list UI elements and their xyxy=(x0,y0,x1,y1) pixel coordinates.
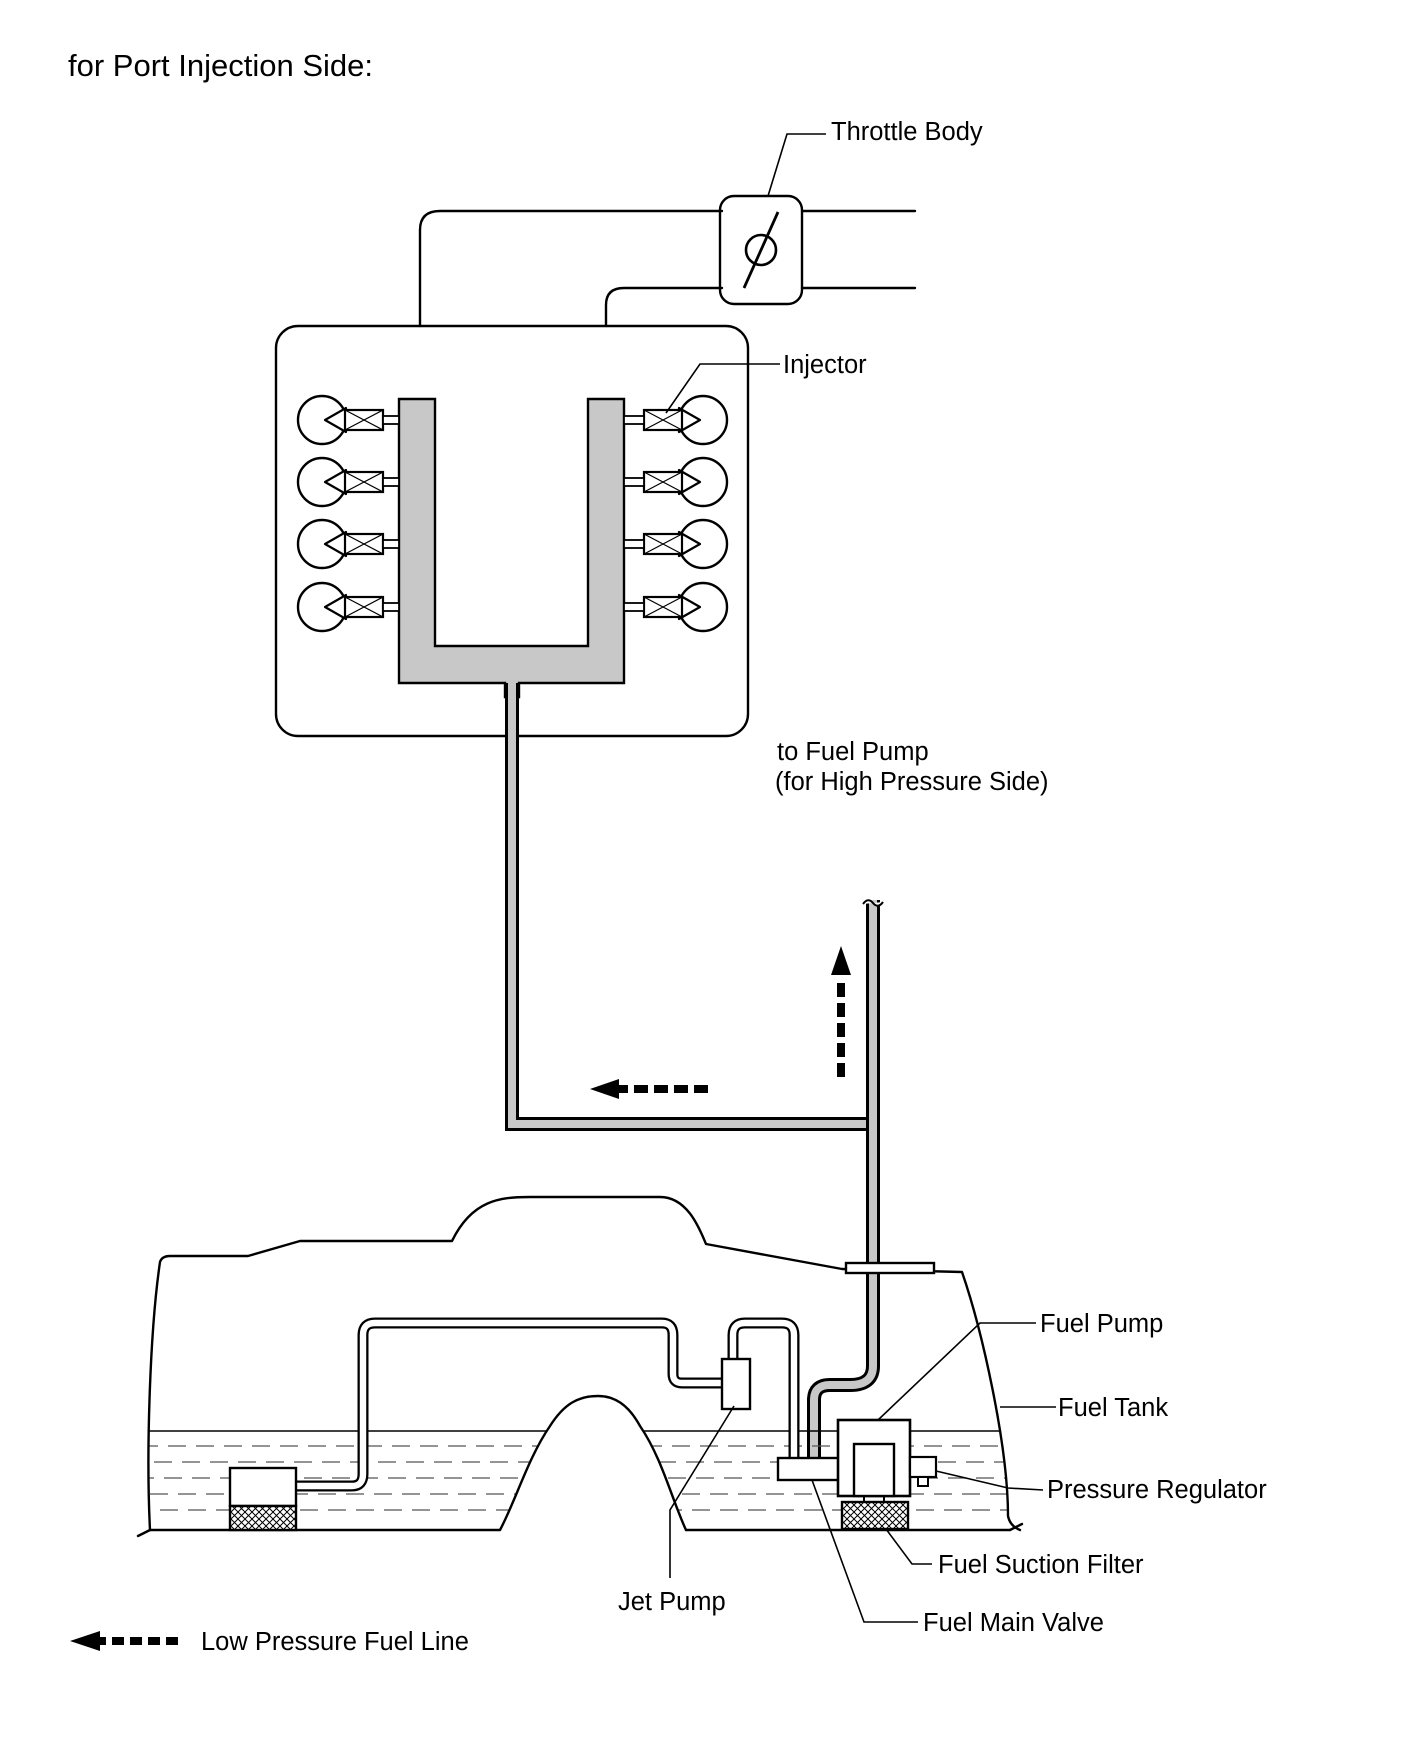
to-fuel-pump-label: to Fuel Pump xyxy=(777,738,929,766)
throttle-valve-icon xyxy=(742,211,780,289)
fuel-pump xyxy=(836,1418,912,1502)
fuel-main-valve-label: Fuel Main Valve xyxy=(923,1609,1104,1637)
jet-pump xyxy=(720,1357,752,1411)
injector-icon xyxy=(296,456,400,508)
fuel-tank-label: Fuel Tank xyxy=(1058,1394,1168,1422)
throttle-body-label: Throttle Body xyxy=(831,118,983,146)
legend-low-pressure-label: Low Pressure Fuel Line xyxy=(201,1628,469,1656)
fuel-suction-filter xyxy=(840,1500,910,1531)
legend: Low Pressure Fuel Line xyxy=(70,1628,469,1656)
injector-icon xyxy=(623,394,729,446)
injector-group xyxy=(296,394,729,633)
injector-icon xyxy=(296,394,400,446)
injector-icon xyxy=(623,456,729,508)
intake-ducts xyxy=(418,209,917,328)
jet-pump-line xyxy=(296,1317,800,1492)
fuel-main-valve xyxy=(776,1456,848,1482)
injector-icon xyxy=(623,581,729,633)
injector-icon xyxy=(623,518,729,570)
flow-arrow-icon xyxy=(70,1631,178,1651)
pressure-regulator-label: Pressure Regulator xyxy=(1047,1476,1267,1504)
throttle-body xyxy=(718,133,826,306)
fuel-pump-label: Fuel Pump xyxy=(1040,1310,1163,1338)
main-fuel-line xyxy=(505,683,884,1458)
flow-arrow-icon xyxy=(590,1079,708,1099)
injector-icon xyxy=(296,581,400,633)
fuel-suction-filter-label: Fuel Suction Filter xyxy=(938,1551,1144,1579)
jet-pump-label: Jet Pump xyxy=(618,1588,726,1616)
fuel-rail xyxy=(397,397,626,699)
flow-arrow-icon xyxy=(831,946,851,1077)
injector-icon xyxy=(296,518,400,570)
injector-label: Injector xyxy=(783,351,867,379)
to-fuel-pump-sublabel: (for High Pressure Side) xyxy=(775,768,1049,796)
page-title: for Port Injection Side: xyxy=(68,48,373,83)
pressure-regulator xyxy=(908,1455,938,1487)
suction-unit-left xyxy=(228,1466,298,1532)
